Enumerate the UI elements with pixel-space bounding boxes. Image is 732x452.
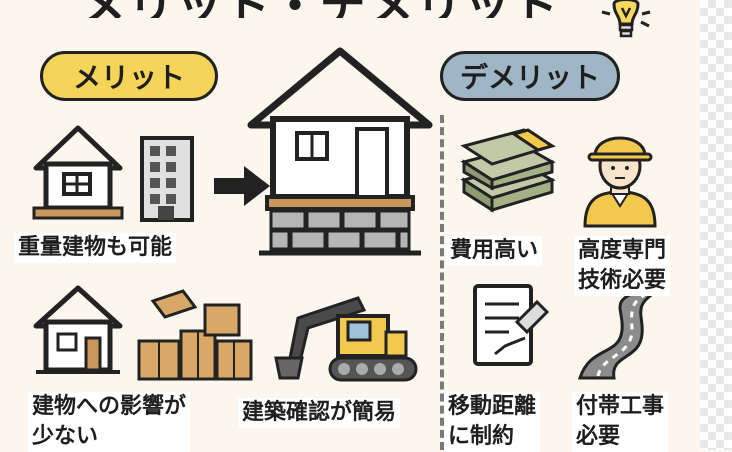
excavator-icon <box>274 296 418 382</box>
document-icon <box>473 284 550 366</box>
money-stack-icon <box>460 128 556 213</box>
boxes-icon <box>137 289 253 381</box>
demerit-label-extra-work: 付帯工事 必要 <box>572 392 669 452</box>
merit-label-simple-permit: 建築確認が簡易 <box>238 398 401 428</box>
demerit-label-expert-required: 高度専門 技術必要 <box>574 236 671 296</box>
page-title: メリット・デメリット <box>80 0 600 18</box>
house-icon <box>33 285 123 374</box>
building-icon <box>140 136 194 222</box>
merit-label-heavy-building: 重量建物も可能 <box>14 233 177 263</box>
merit-label-low-impact: 建物への影響が 少ない <box>28 392 191 452</box>
merit-header: メリット <box>40 51 218 101</box>
section-divider <box>440 115 444 450</box>
arrow-right-icon <box>214 166 270 206</box>
house-icon <box>32 125 124 220</box>
lightbulb-icon <box>601 0 651 38</box>
demerit-label-distance-limit: 移動距離 に制約 <box>444 392 541 452</box>
demerit-header: デメリット <box>440 51 620 101</box>
worker-icon <box>583 136 657 228</box>
transparency-checker <box>700 0 732 450</box>
raised-house-icon <box>247 47 433 256</box>
road-icon <box>577 290 662 380</box>
demerit-label-high-cost: 費用高い <box>446 236 543 266</box>
